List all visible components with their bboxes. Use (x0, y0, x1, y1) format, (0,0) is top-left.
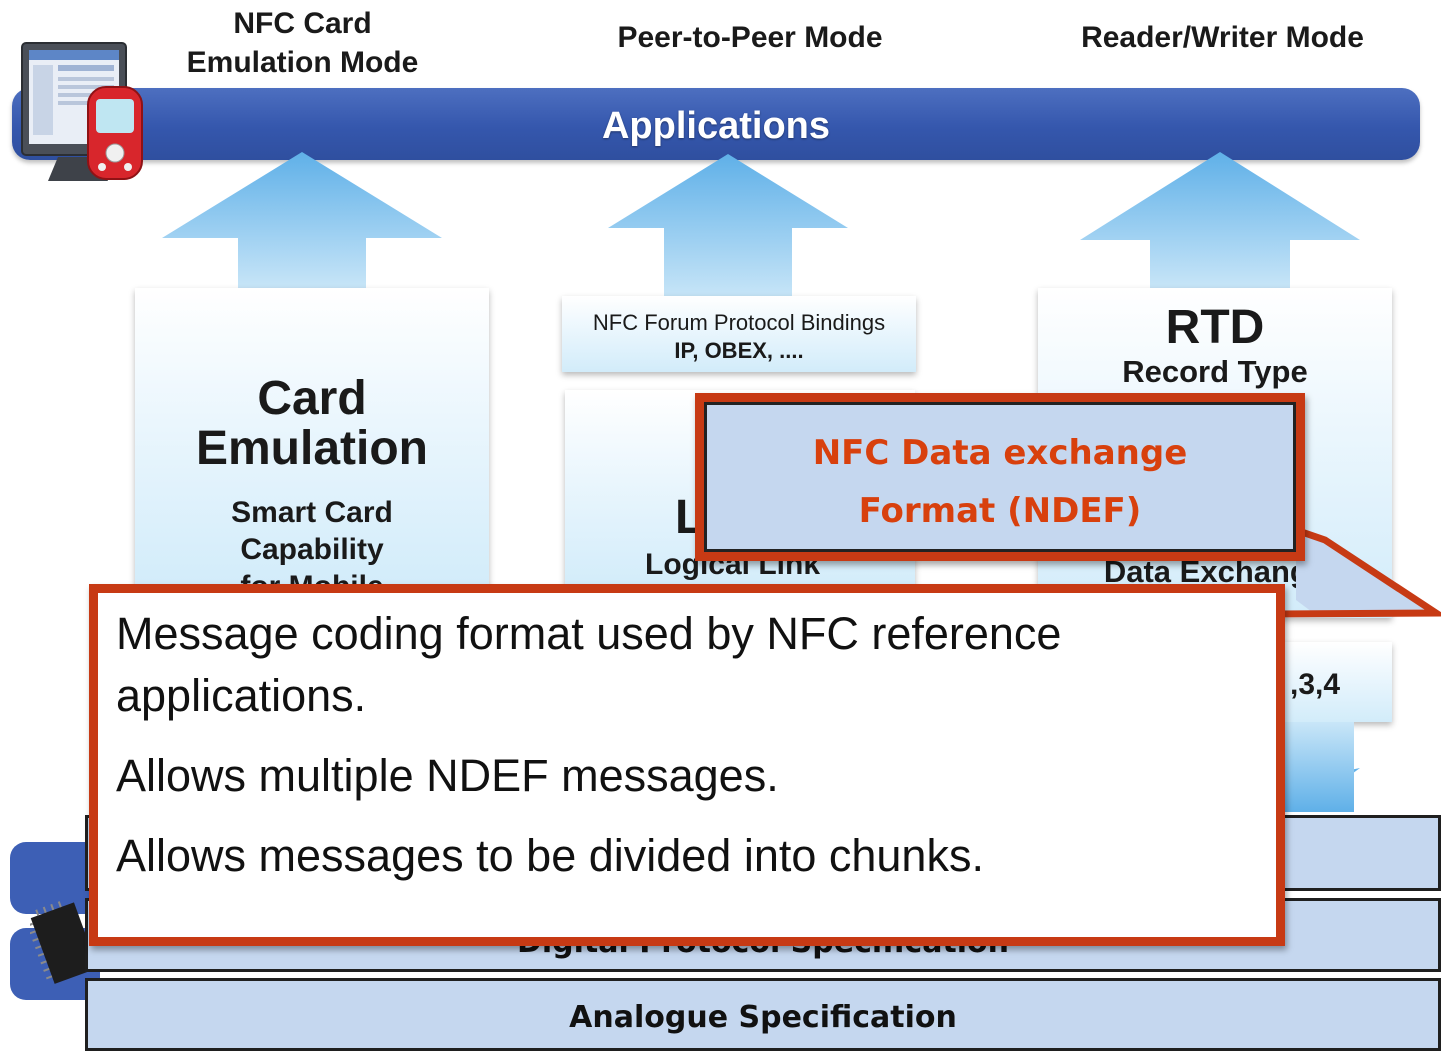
mode-label-peer-to-peer: Peer-to-Peer Mode (617, 21, 883, 54)
analogue-label: Analogue Specification (569, 1000, 957, 1035)
info-line-2: applications. (116, 670, 367, 721)
rtd-title: RTD (1165, 301, 1265, 354)
mode-label-reader-writer: Reader/Writer Mode (1081, 21, 1364, 54)
computer-phone-icon (21, 42, 143, 181)
tag-types-partial: ,3,4 (1290, 668, 1341, 701)
card-sub-line2: Capability (240, 533, 384, 566)
ndef-info-box: Message coding format used by NFC refere… (89, 584, 1285, 946)
card-emulation-panel: Card Emulation Smart Card Capability for… (135, 288, 489, 603)
rtd-subtitle: Record Type (1122, 354, 1308, 389)
analogue-layer: Analogue Specification (85, 978, 1441, 1051)
ndef-callout: NFC Data exchange Format (NDEF) (695, 393, 1305, 561)
arrow-shaft-bottom (1284, 722, 1354, 812)
ndef-callout-text: NFC Data exchange Format (NDEF) (704, 424, 1296, 540)
info-line-4: Allows messages to be divided into chunk… (116, 830, 984, 881)
bindings-line2: IP, OBEX, .... (674, 338, 804, 363)
card-title-line1: Card (257, 372, 367, 425)
bindings-line1: NFC Forum Protocol Bindings (592, 310, 886, 335)
ndef-line1: NFC Data exchange (812, 433, 1188, 473)
ndef-line2: Format (NDEF) (858, 491, 1142, 531)
info-line-3: Allows multiple NDEF messages. (116, 750, 779, 801)
mode-label-card-emulation: NFC Card Emulation Mode (186, 7, 419, 79)
card-sub-line1: Smart Card (231, 496, 393, 529)
applications-bar-label: Applications (601, 105, 831, 147)
protocol-bindings-panel: NFC Forum Protocol Bindings IP, OBEX, ..… (562, 296, 916, 372)
chip-icon (30, 901, 98, 984)
arrow-up-rtd (1080, 152, 1360, 290)
arrow-up-p2p (608, 154, 848, 300)
ndef-info-text: Message coding format used by NFC refere… (116, 603, 1061, 887)
info-line-1: Message coding format used by NFC refere… (116, 608, 1062, 659)
applications-bar: Applications (12, 88, 1420, 160)
card-emulation-subtitle: Smart Card Capability for Mobile (135, 494, 489, 605)
card-emulation-title: Card Emulation (135, 374, 489, 474)
card-title-line2: Emulation (195, 422, 428, 475)
arrow-up-card (162, 152, 442, 290)
